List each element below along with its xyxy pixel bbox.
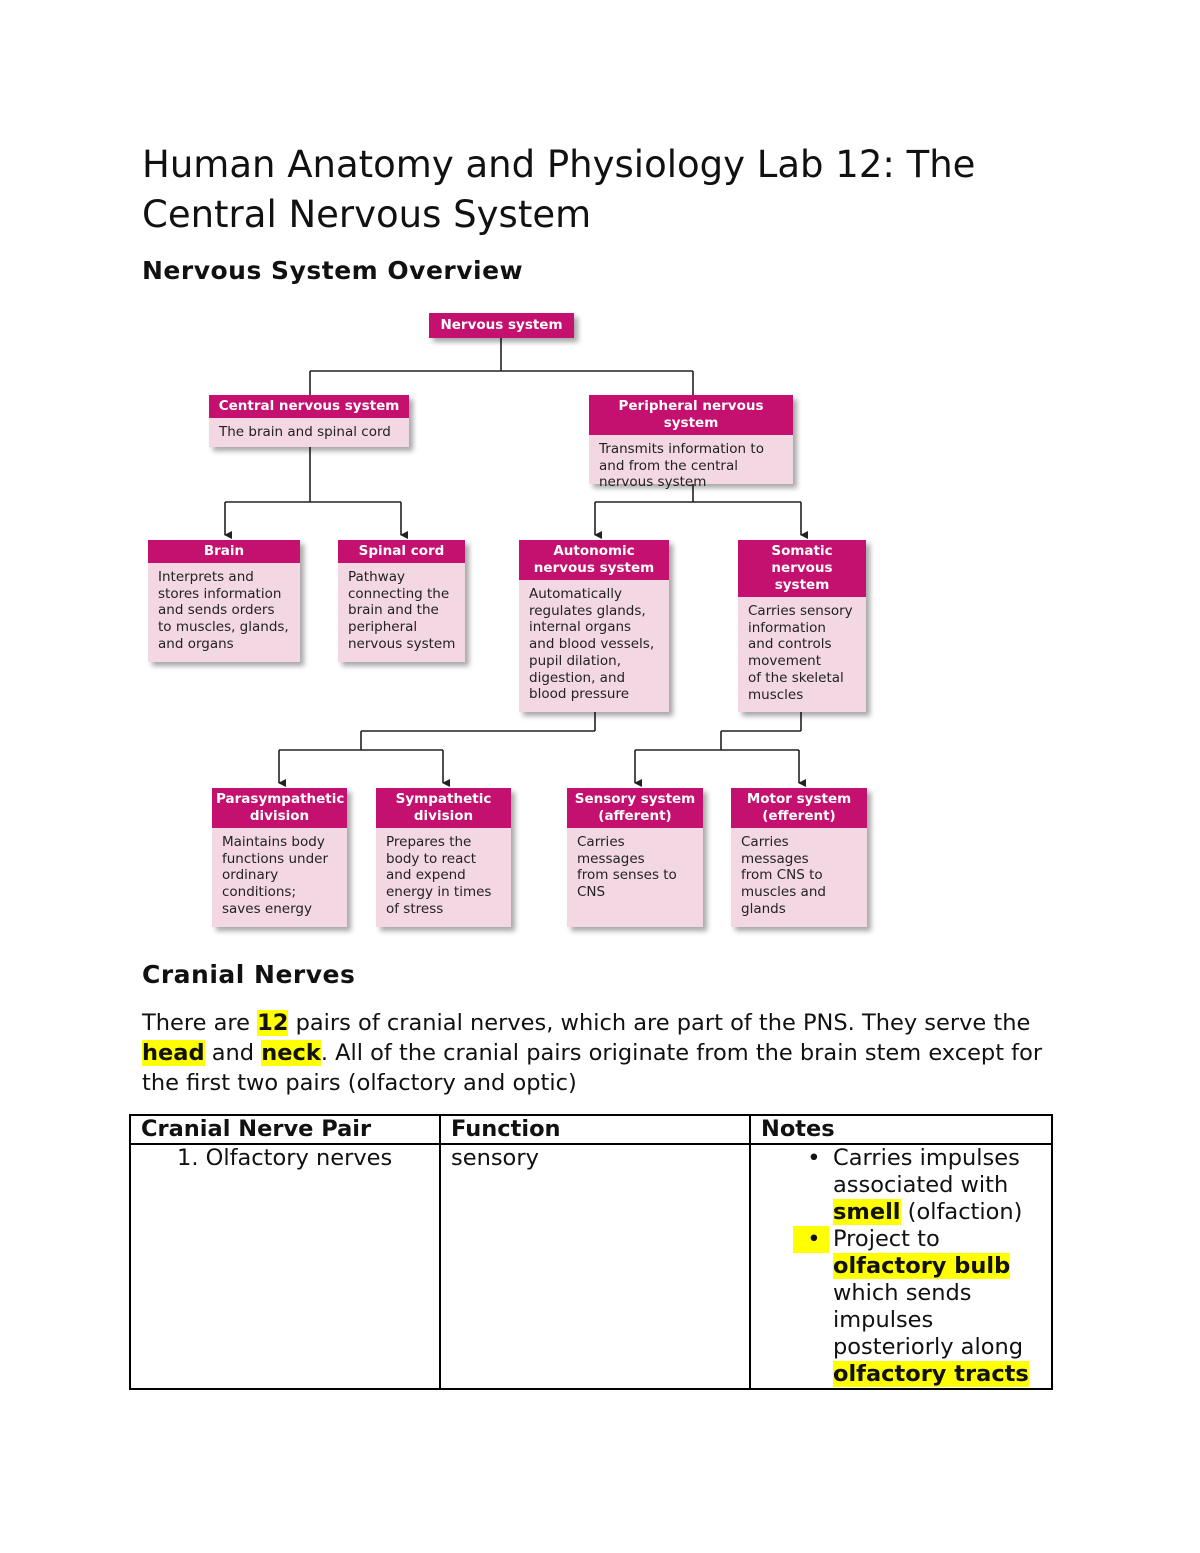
highlight-head: head (142, 1040, 205, 1066)
box-title: Brain (148, 540, 300, 563)
box-body: Carries sensory information and controls… (748, 603, 853, 703)
box-body: The brain and spinal cord (219, 424, 391, 440)
box-body: Automatically regulates glands, internal… (529, 586, 655, 703)
box-title: Sensory system (afferent) (567, 788, 703, 828)
sensory-system-box: Sensory system (afferent) Carries messag… (567, 788, 703, 927)
box-title: Autonomic nervous system (519, 540, 669, 580)
text-run: and (204, 1040, 262, 1066)
box-title: Somatic nervous system (738, 540, 866, 597)
box-body: Carries messages from CNS to muscles and… (741, 834, 826, 917)
text-run: Project to (833, 1226, 940, 1252)
box-title: Motor system (efferent) (731, 788, 867, 828)
box-body: Maintains body functions under ordinary … (222, 834, 329, 917)
table-header-row: Cranial Nerve Pair Function Notes (129, 1114, 1053, 1145)
box-title: Central nervous system (209, 395, 409, 418)
table-row: 1. Olfactory nerves sensory •Carries imp… (129, 1143, 1053, 1390)
text-run: . All of the cranial pairs originate fro… (142, 1040, 1043, 1096)
column-header-function: Function (439, 1114, 751, 1145)
text-run: pairs of cranial nerves, which are part … (288, 1010, 1031, 1036)
highlight-olfactory-bulb: olfactory bulb (833, 1253, 1011, 1279)
box-title: Peripheral nervous system (589, 395, 793, 435)
highlight-olfactory: olfactory (833, 1361, 947, 1387)
section-heading-overview: Nervous System Overview (142, 256, 524, 285)
cell-notes: •Carries impulses associated with smell … (749, 1143, 1053, 1390)
document-title: Human Anatomy and Physiology Lab 12: The… (142, 143, 976, 236)
column-header-notes: Notes (749, 1114, 1053, 1145)
text-run: Carries impulses associated with (833, 1145, 1020, 1198)
peripheral-nervous-system-box: Peripheral nervous system Transmits info… (589, 395, 793, 490)
section-heading-cranial-nerves: Cranial Nerves (142, 960, 356, 989)
box-title: Sympathetic division (376, 788, 511, 828)
highlight-tracts: tracts (946, 1361, 1029, 1387)
nervous-system-box: Nervous system (429, 313, 574, 338)
parasympathetic-division-box: Parasympathetic division Maintains body … (212, 788, 347, 927)
bullet-icon: • (793, 1145, 821, 1171)
notes-list: •Carries impulses associated with smell … (761, 1145, 1041, 1388)
box-title: Parasympathetic division (212, 788, 347, 828)
box-body: Carries messages from senses to CNS (577, 834, 677, 901)
cell-pair: 1. Olfactory nerves (129, 1143, 441, 1390)
text-run: which sends impulses posteriorly along (833, 1280, 1024, 1360)
brain-box: Brain Interprets and stores information … (148, 540, 300, 662)
sympathetic-division-box: Sympathetic division Prepares the body t… (376, 788, 511, 927)
autonomic-nervous-system-box: Autonomic nervous system Automatically r… (519, 540, 669, 712)
pair-name: 1. Olfactory nerves (177, 1145, 393, 1171)
cell-function: sensory (439, 1143, 751, 1390)
highlight-neck: neck (261, 1040, 321, 1066)
text-run: There are (142, 1010, 258, 1036)
box-body: Prepares the body to react and expend en… (386, 834, 492, 917)
list-item: •Project to olfactory bulb which sends i… (793, 1226, 1041, 1388)
cranial-nerves-table: Cranial Nerve Pair Function Notes 1. Olf… (129, 1114, 1053, 1390)
central-nervous-system-box: Central nervous system The brain and spi… (209, 395, 409, 447)
box-body: Pathway connecting the brain and the per… (348, 569, 456, 652)
cranial-nerves-paragraph: There are 12 pairs of cranial nerves, wh… (142, 1008, 1062, 1098)
box-title: Spinal cord (338, 540, 465, 563)
spinal-cord-box: Spinal cord Pathway connecting the brain… (338, 540, 465, 662)
column-header-pair: Cranial Nerve Pair (129, 1114, 441, 1145)
list-item: •Carries impulses associated with smell … (807, 1145, 1041, 1226)
box-body: Transmits information to and from the ce… (599, 441, 764, 491)
highlight-smell: smell (833, 1199, 901, 1225)
highlight-12: 12 (257, 1010, 289, 1036)
somatic-nervous-system-box: Somatic nervous system Carries sensory i… (738, 540, 866, 712)
box-body: Interprets and stores information and se… (158, 569, 289, 652)
text-run: (olfaction) (900, 1199, 1023, 1225)
motor-system-box: Motor system (efferent) Carries messages… (731, 788, 867, 927)
bullet-icon: • (793, 1226, 829, 1253)
